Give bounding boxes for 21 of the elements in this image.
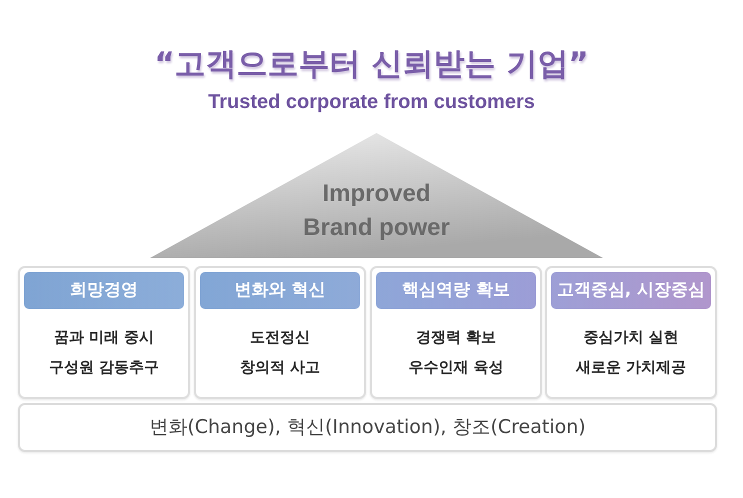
pillar-text: 중심가치 실현 — [583, 327, 679, 348]
pillar-card — [18, 266, 190, 399]
roof-triangle — [150, 133, 603, 258]
pillar-header: 변화와 혁신 — [200, 272, 360, 309]
pillar-text: 우수인재 육성 — [408, 357, 504, 378]
pillar-text: 도전정신 — [250, 327, 310, 348]
title: “고객으로부터 신뢰받는 기업” — [154, 45, 589, 84]
pillar-card — [370, 266, 542, 399]
pillar-card — [545, 266, 717, 399]
pillar-header: 핵심역량 확보 — [376, 272, 536, 309]
foundation-bar: 변화(Change), 혁신(Innovation), 창조(Creation) — [18, 403, 717, 452]
roof-text: Improved Brand power — [302, 179, 451, 243]
pillar-text: 구성원 감동추구 — [48, 357, 160, 378]
pillar-text: 새로운 가치제공 — [576, 357, 686, 378]
pillar-card — [194, 266, 366, 399]
pillar-header: 희망경영 — [24, 272, 184, 309]
pillar-text: 꿈과 미래 중시 — [54, 327, 154, 348]
pillar-text: 경쟁력 확보 — [416, 327, 496, 348]
subtitle: Trusted corporate from customers — [208, 90, 535, 114]
pillar-header: 고객중심, 시장중심 — [551, 272, 711, 309]
pillar-text: 창의적 사고 — [240, 357, 320, 378]
